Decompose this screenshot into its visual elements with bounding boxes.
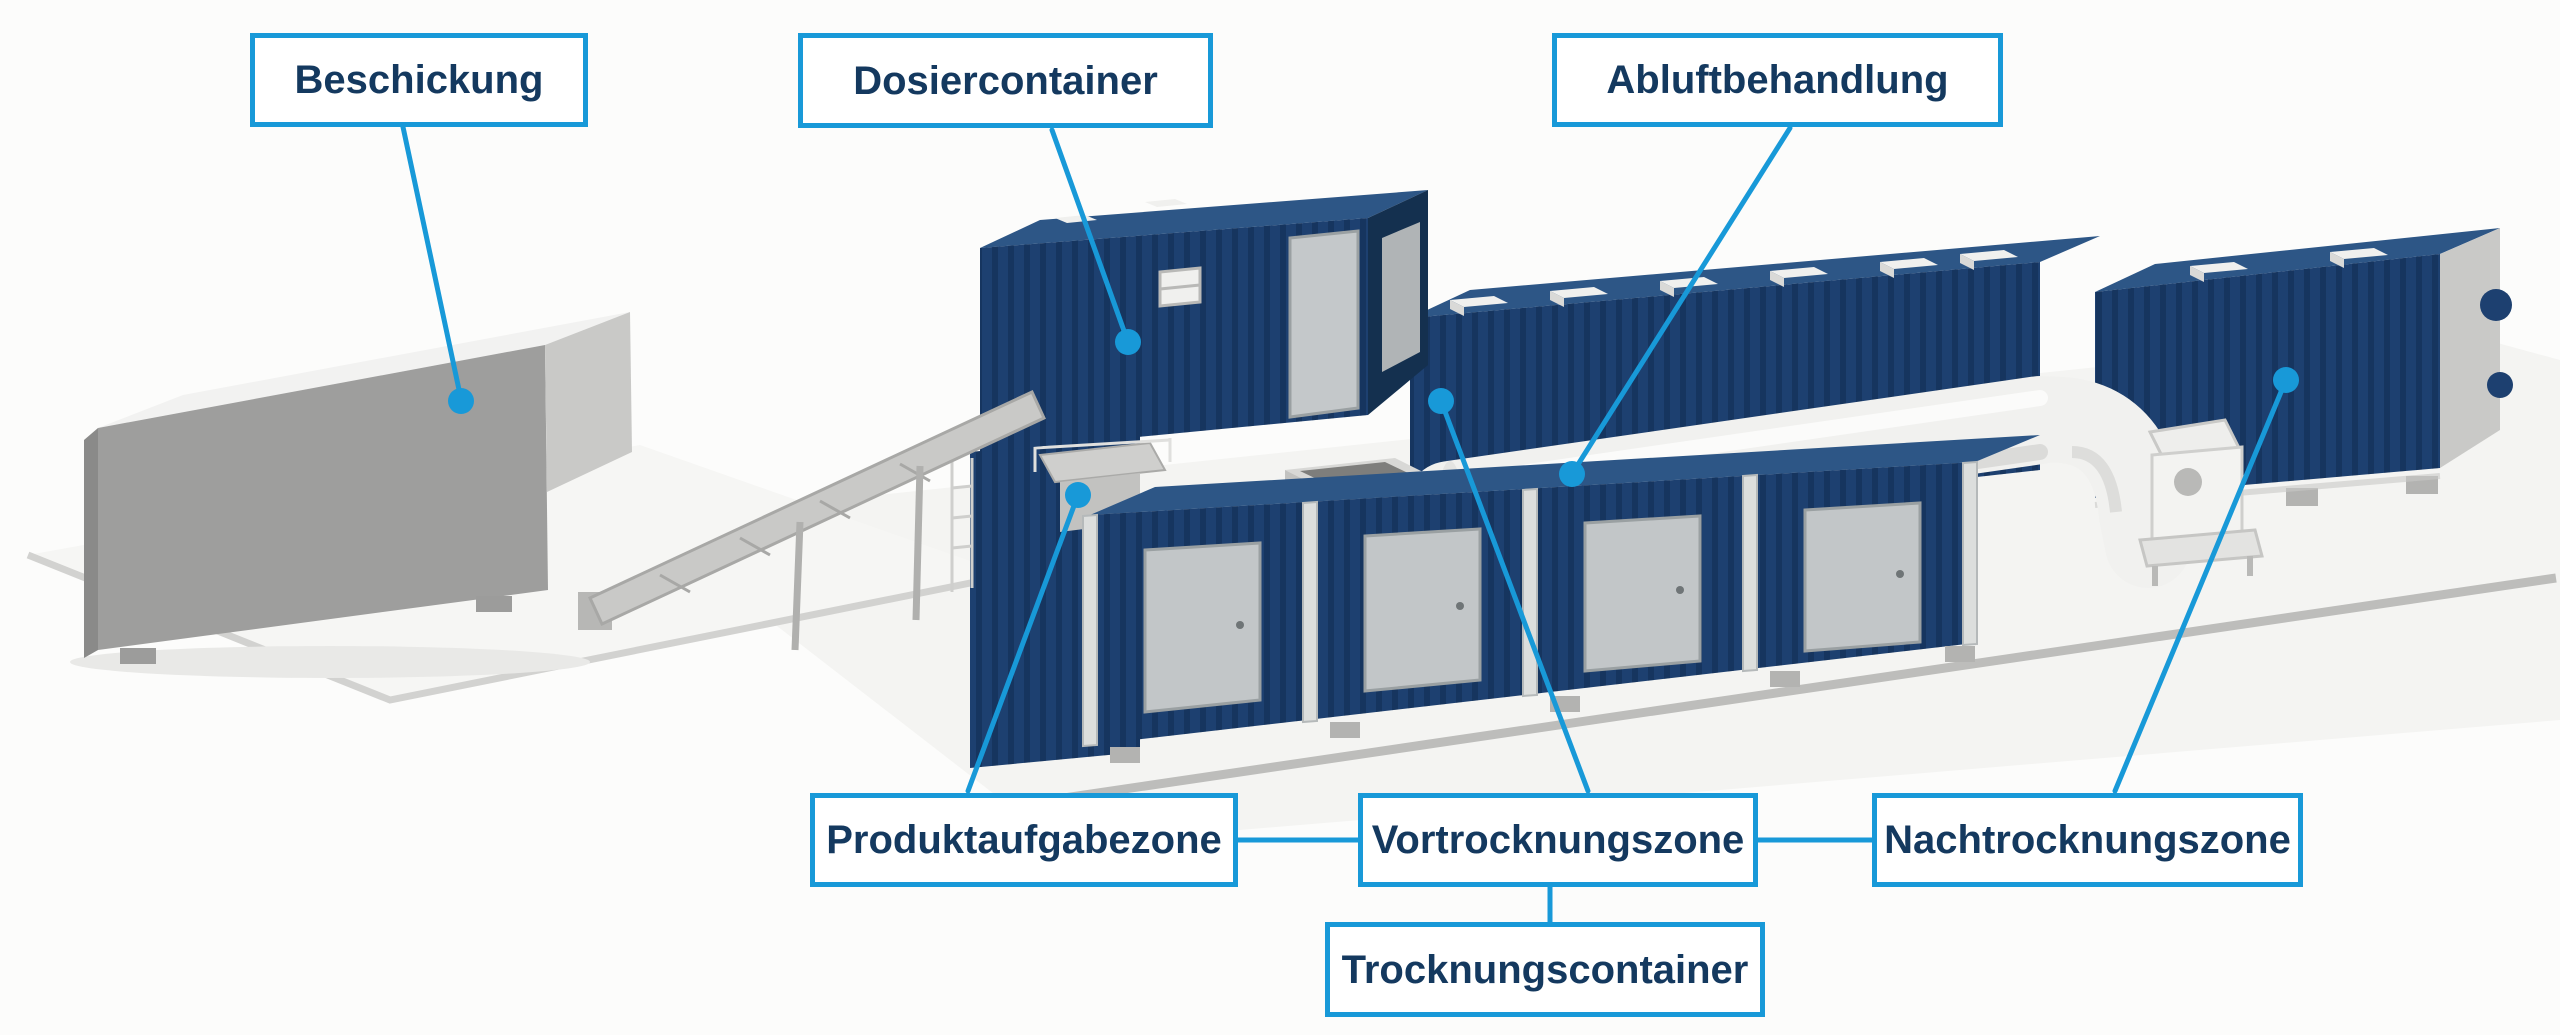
leader-lines (400, 124, 2299, 925)
label-trocknungscontainer-text: Trocknungscontainer (1341, 947, 1749, 992)
label-abluftbehandlung: Abluftbehandlung (1552, 33, 2003, 127)
container-doors (1143, 501, 1922, 714)
label-vortrocknungszone-text: Vortrocknungszone (1371, 818, 1745, 862)
feeding-unit (84, 312, 632, 664)
exhaust-fan-unit (2138, 418, 2264, 586)
label-produktaufgabezone: Produktaufgabezone (810, 793, 1238, 887)
roof-hatch-icons (1450, 250, 2018, 316)
feed-conveyor (578, 390, 1046, 651)
label-beschickung: Beschickung (250, 33, 588, 127)
label-nachtrocknungszone-text: Nachtrocknungszone (1884, 818, 2291, 862)
label-produktaufgabezone-text: Produktaufgabezone (826, 818, 1222, 862)
dosing-container (980, 190, 1428, 452)
label-nachtrocknungszone: Nachtrocknungszone (1872, 793, 2303, 887)
label-dosiercontainer-text: Dosiercontainer (853, 58, 1158, 103)
label-dosiercontainer: Dosiercontainer (798, 33, 1213, 128)
label-beschickung-text: Beschickung (294, 58, 544, 102)
label-abluftbehandlung-text: Abluftbehandlung (1606, 58, 1949, 102)
label-vortrocknungszone: Vortrocknungszone (1358, 793, 1758, 887)
label-trocknungscontainer: Trocknungscontainer (1325, 922, 1765, 1017)
